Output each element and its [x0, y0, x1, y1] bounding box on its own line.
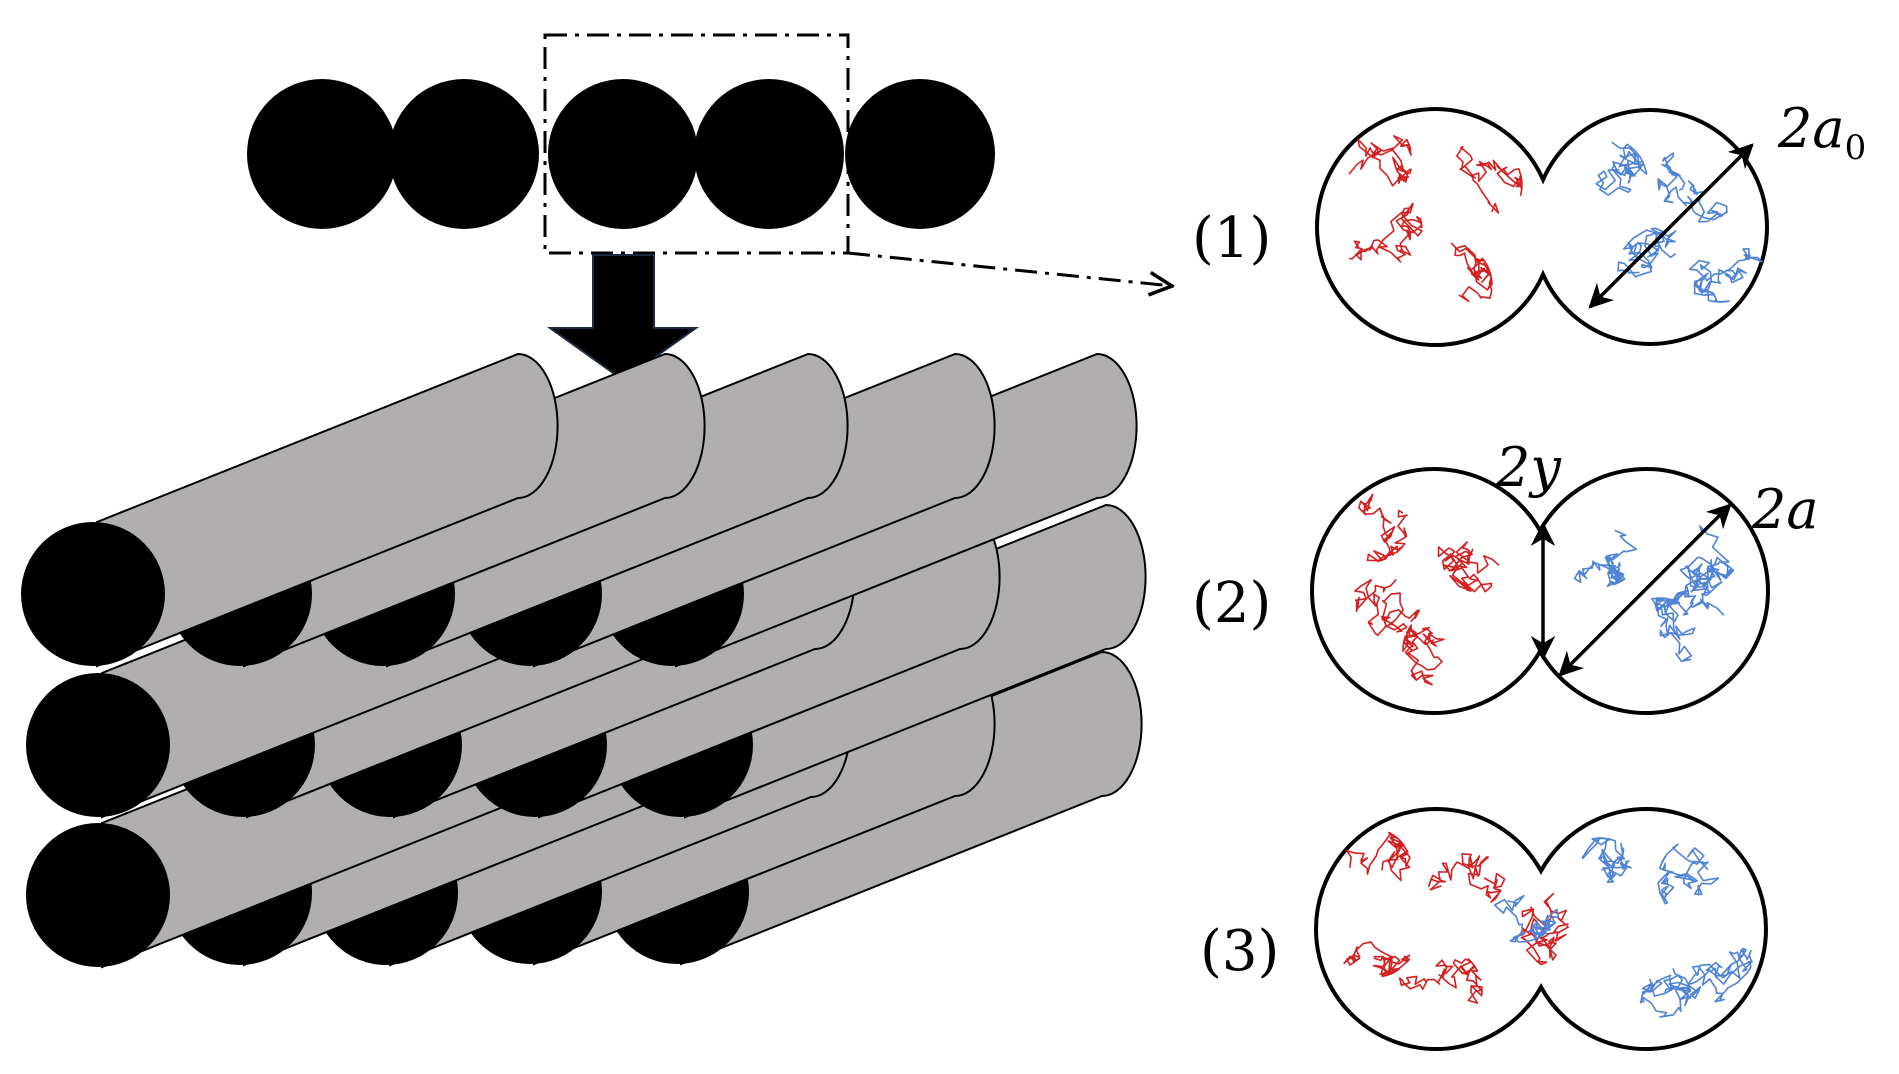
stage-2-neck-formation: (2) 2y 2a — [1192, 436, 1819, 715]
particle — [247, 79, 397, 229]
polymer-chain — [1349, 202, 1423, 263]
red-polymer-chains — [1354, 493, 1500, 686]
neck-width-label: 2y — [1495, 436, 1562, 499]
polymer-chain — [1437, 541, 1500, 593]
polymer-chain — [1581, 837, 1632, 884]
particle — [389, 79, 539, 229]
down-arrow-icon — [546, 254, 700, 382]
particle — [694, 79, 844, 229]
diameter-arrow — [1558, 503, 1732, 677]
particle — [845, 79, 995, 229]
diameter-arrow — [1588, 143, 1754, 309]
polymer-chain — [1354, 578, 1420, 637]
rod-bundle — [21, 352, 1147, 969]
particle-pair-outline — [1310, 467, 1770, 715]
polymer-chain — [1402, 624, 1445, 686]
stage-label: (3) — [1200, 919, 1279, 984]
polymer-chain — [1398, 958, 1483, 1004]
stage-1-separate-particles: (1) 2a0 — [1192, 97, 1866, 347]
diameter-label: 2a — [1751, 478, 1819, 541]
rod-body — [96, 352, 559, 668]
selection-pointer — [847, 251, 1172, 286]
polymer-chain — [1346, 831, 1411, 882]
polymer-chain — [1493, 894, 1560, 943]
rod-end-face — [26, 673, 170, 817]
polymer-chain — [1640, 968, 1702, 1018]
selection-box — [543, 33, 850, 255]
rod-end-face — [26, 823, 170, 967]
stage-label: (2) — [1192, 571, 1271, 636]
blue-polymer-chains — [1493, 837, 1753, 1018]
stage-label: (1) — [1192, 206, 1271, 271]
stage-3-interdiffusion: (3) — [1200, 807, 1768, 1051]
polymer-chain — [1343, 941, 1411, 978]
particle-pair-outline — [1315, 107, 1769, 347]
polymer-chain — [1428, 852, 1506, 903]
rod-end-face — [21, 522, 165, 666]
polymer-chain — [1358, 493, 1408, 563]
polymer-chain — [1456, 145, 1523, 214]
polymer-chain — [1450, 242, 1493, 303]
polymer-chain — [1348, 135, 1412, 187]
red-polymer-chains — [1348, 135, 1523, 303]
diameter-label: 2a0 — [1777, 97, 1866, 168]
particle — [548, 79, 698, 229]
polymer-chain — [1687, 947, 1753, 1003]
polymer-chain — [1657, 843, 1720, 905]
particle-row — [247, 79, 995, 229]
